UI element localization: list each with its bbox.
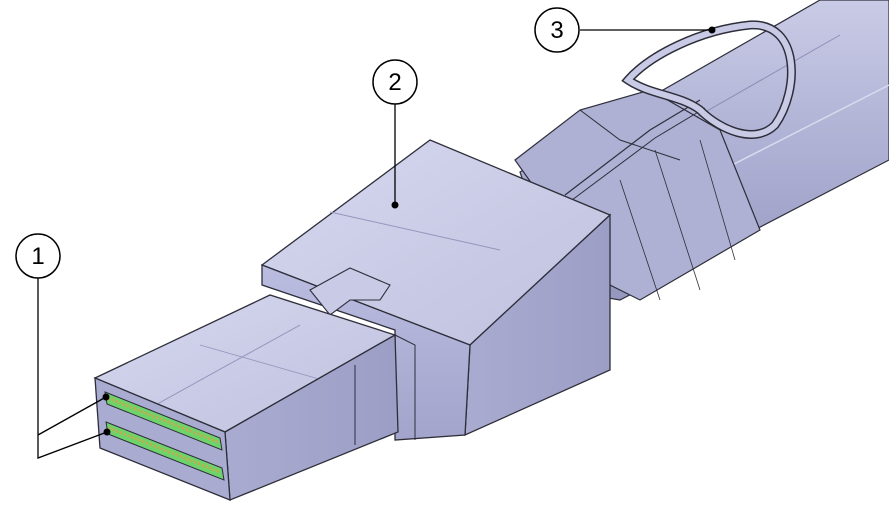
pull-tab-loop-icon bbox=[621, 20, 796, 139]
callout-2: 2 bbox=[372, 59, 418, 105]
callout-3: 3 bbox=[534, 7, 580, 53]
callout-1-label: 1 bbox=[31, 243, 44, 270]
callout-2-label: 2 bbox=[388, 69, 401, 96]
connector-housing bbox=[260, 139, 612, 441]
callout-dots bbox=[102, 26, 716, 436]
callout-3-label: 3 bbox=[550, 17, 563, 44]
callout-1: 1 bbox=[15, 233, 61, 279]
contact-rows bbox=[104, 391, 225, 481]
callout-leaders bbox=[37, 29, 712, 459]
connector-plug bbox=[93, 294, 399, 501]
cable bbox=[514, 0, 889, 301]
